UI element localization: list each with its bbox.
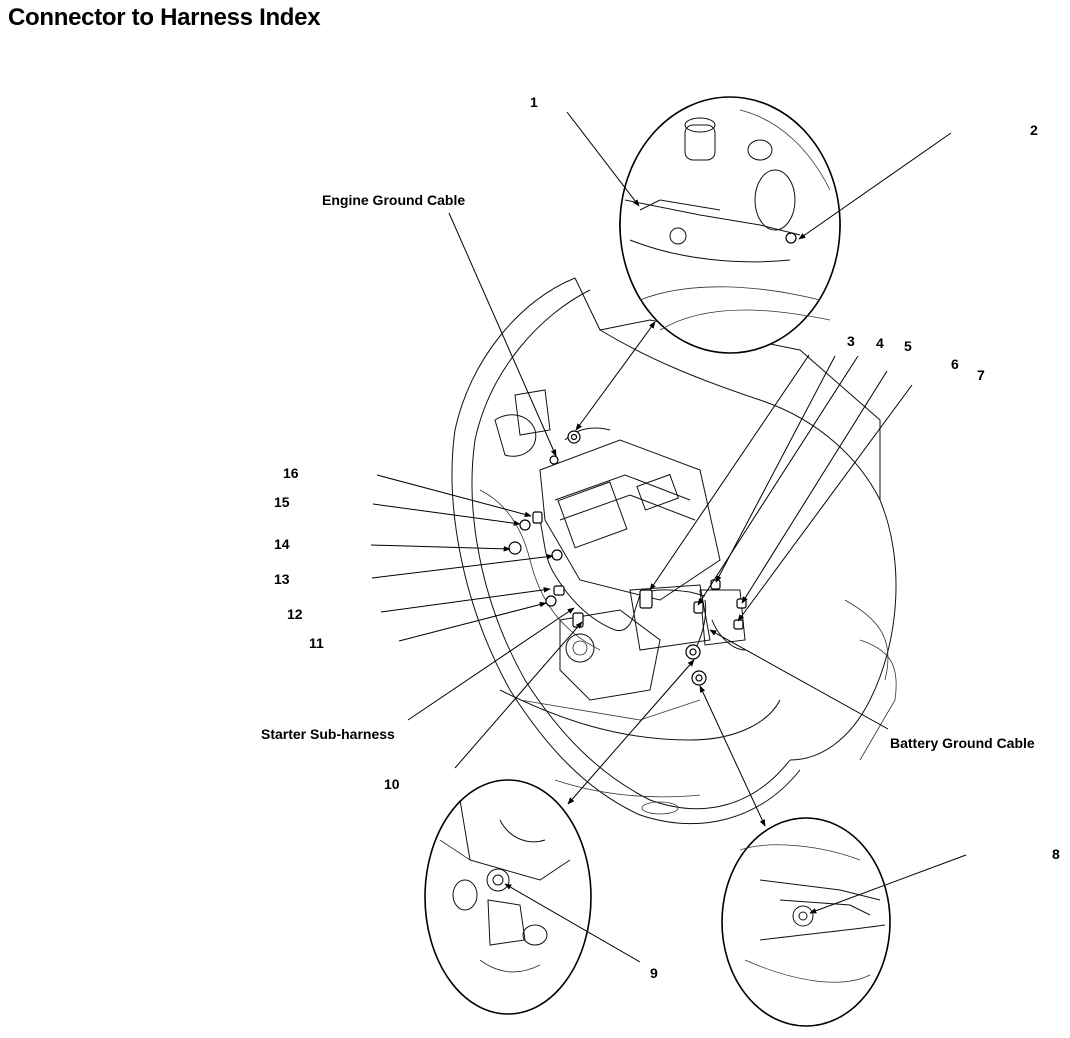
callout-labels: 1 2 Engine Ground Cable 3 4 5 6 7 16 15 … xyxy=(261,94,1060,981)
engine-ground-nut xyxy=(549,455,559,465)
label-1: 1 xyxy=(530,94,538,110)
label-11: 11 xyxy=(309,635,324,651)
leader-lines xyxy=(370,111,967,963)
connector-6 xyxy=(736,598,747,609)
detail-view-bottom-right xyxy=(721,817,891,1027)
connector-12 xyxy=(553,585,565,596)
label-13: 13 xyxy=(274,571,290,587)
label-starter-sub-harness: Starter Sub-harness xyxy=(261,726,395,742)
connector-11 xyxy=(545,595,557,607)
connector-3 xyxy=(639,589,653,609)
label-9: 9 xyxy=(650,965,658,981)
label-2: 2 xyxy=(1030,122,1038,138)
label-16: 16 xyxy=(283,465,299,481)
connector-7 xyxy=(733,619,744,630)
connector-14 xyxy=(508,541,522,555)
label-engine-ground-cable: Engine Ground Cable xyxy=(322,192,465,208)
connector-4 xyxy=(710,579,721,590)
label-5: 5 xyxy=(904,338,912,354)
label-10: 10 xyxy=(384,776,400,792)
label-battery-ground-cable: Battery Ground Cable xyxy=(890,735,1035,751)
connector-16 xyxy=(532,511,543,524)
label-8: 8 xyxy=(1052,846,1060,862)
label-7: 7 xyxy=(977,367,985,383)
connector-points xyxy=(508,430,747,686)
engine-block xyxy=(479,389,746,701)
starter-sub-harness-connector xyxy=(572,612,584,628)
label-6: 6 xyxy=(951,356,959,372)
label-15: 15 xyxy=(274,494,290,510)
detail-view-top xyxy=(619,96,841,354)
detail-view-bottom-left xyxy=(424,779,592,1015)
connector-15 xyxy=(519,519,531,531)
label-12: 12 xyxy=(287,606,303,622)
connector-13 xyxy=(551,549,563,561)
page-title: Connector to Harness Index xyxy=(8,4,321,31)
wire-harness xyxy=(539,427,746,651)
label-4: 4 xyxy=(876,335,884,351)
label-14: 14 xyxy=(274,536,290,552)
label-3: 3 xyxy=(847,333,855,349)
